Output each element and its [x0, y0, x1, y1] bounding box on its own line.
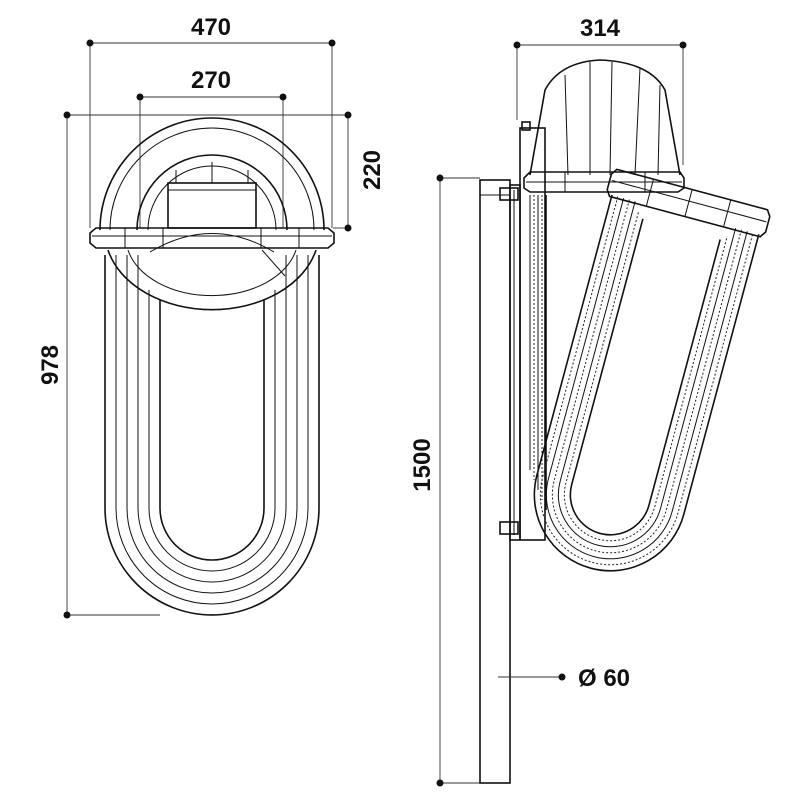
front-view: 470 270 220 978	[37, 14, 386, 619]
front-dome	[99, 117, 325, 231]
dimension-978: 978	[37, 111, 212, 619]
dimension-label-314: 314	[580, 15, 621, 42]
wall-bracket	[499, 121, 546, 541]
dimension-diameter-60: Ø 60	[498, 665, 630, 692]
dimension-470: 470	[86, 14, 336, 228]
front-cap-band	[89, 227, 335, 249]
front-shade-rings	[104, 255, 320, 616]
side-view: 314 1500 Ø 60	[409, 15, 771, 787]
lower-ring	[107, 249, 317, 311]
dimension-label-470: 470	[191, 14, 231, 41]
dimension-1500: 1500	[409, 174, 480, 787]
dimension-314: 314	[513, 15, 687, 165]
dimension-label-1500: 1500	[409, 438, 436, 491]
tilted-shade	[533, 168, 771, 572]
pole	[479, 179, 511, 784]
dimension-220: 220	[212, 111, 386, 232]
dimension-label-270: 270	[191, 67, 231, 94]
dimension-270: 270	[136, 67, 287, 228]
dimension-label-978: 978	[37, 345, 64, 385]
dimension-label-220: 220	[359, 150, 386, 190]
side-dome	[523, 59, 685, 193]
dimension-label-diameter: Ø 60	[578, 665, 630, 692]
shade-rear-strips	[529, 195, 547, 510]
